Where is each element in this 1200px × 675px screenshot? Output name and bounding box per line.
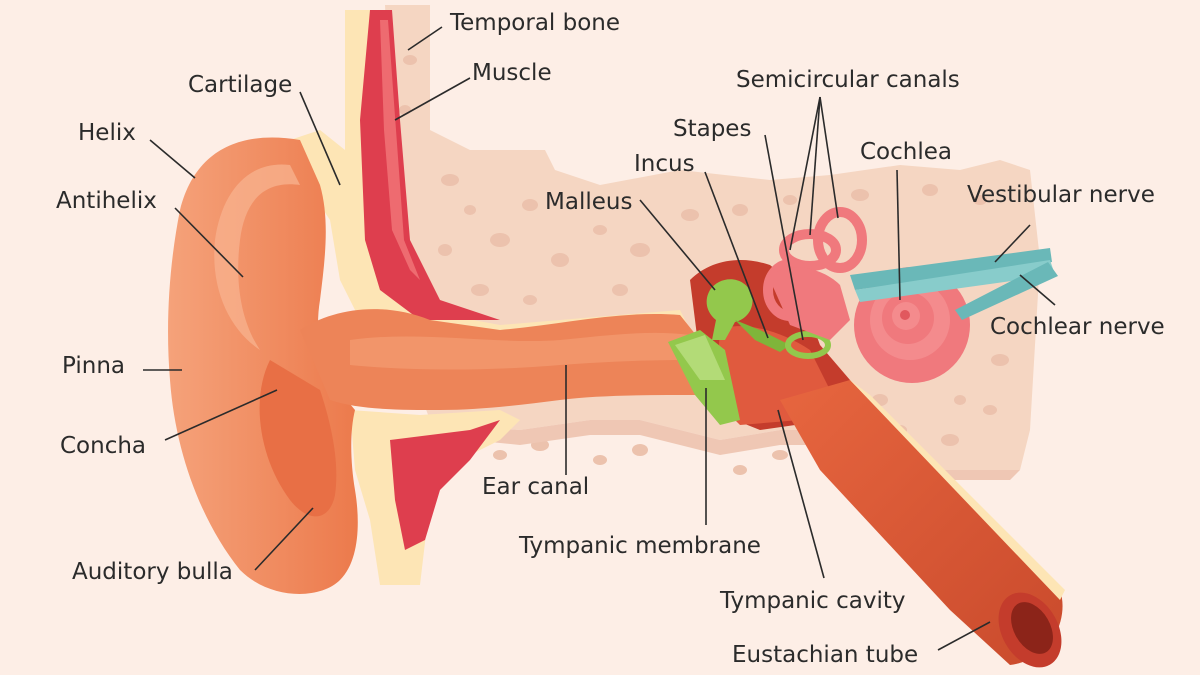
leader-lines [143,26,1056,651]
lower-muscle [390,420,500,550]
malleus-shape [706,279,753,340]
eustachian-tube-shape [780,380,1063,665]
label-concha: Concha [60,433,147,459]
label-stapes: Stapes [673,116,752,142]
label-cochlear-nerve: Cochlear nerve [990,314,1165,340]
label-tympanic-membrane: Tympanic membrane [519,533,761,559]
label-auditory-bulla: Auditory bulla [72,559,233,585]
label-malleus: Malleus [545,189,633,215]
label-incus: Incus [634,151,695,177]
label-temporal-bone: Temporal bone [450,10,621,36]
label-eustachian-tube: Eustachian tube [732,642,919,668]
muscle-band [360,10,500,320]
nerve-bundle [850,248,1058,320]
label-cochlea: Cochlea [860,139,952,165]
label-pinna: Pinna [62,353,126,379]
label-cartilage: Cartilage [188,72,293,98]
label-semicircular-canals: Semicircular canals [736,67,960,93]
label-antihelix: Antihelix [56,188,157,214]
label-ear-canal: Ear canal [482,474,590,500]
label-muscle: Muscle [472,60,552,86]
bone-pores [399,55,1022,475]
antihelix-ridge [214,164,300,350]
concha-hollow [259,360,337,517]
stapes-shape [785,331,831,359]
label-vestibular-nerve: Vestibular nerve [967,182,1155,208]
label-helix: Helix [78,120,136,146]
label-tympanic-cavity: Tympanic cavity [720,588,906,614]
incus-shape [735,320,790,352]
